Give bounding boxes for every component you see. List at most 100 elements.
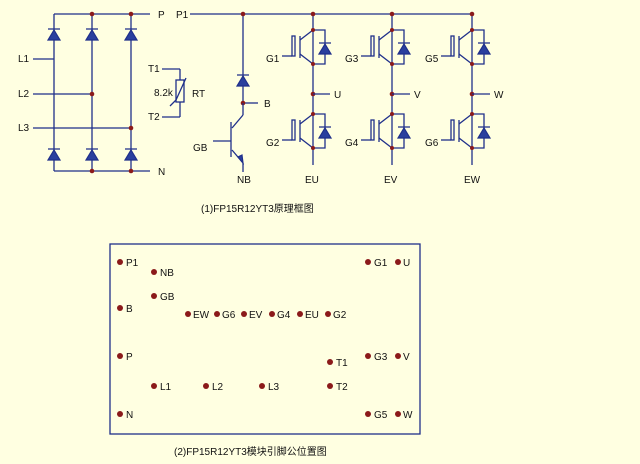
pin-t1: T1 bbox=[327, 358, 348, 369]
label-rt: RT bbox=[192, 89, 205, 100]
label-w: W bbox=[494, 90, 504, 101]
pin-g1: G1 bbox=[365, 258, 388, 269]
pin-l2: L2 bbox=[203, 382, 224, 393]
svg-text:T1: T1 bbox=[336, 358, 348, 369]
svg-text:P: P bbox=[126, 352, 133, 363]
diode-lower-l1 bbox=[46, 148, 62, 161]
inverter-leg-w: G5 G6 W EW bbox=[425, 11, 504, 186]
pin-u: U bbox=[395, 258, 410, 269]
label-l3: L3 bbox=[18, 123, 30, 134]
pin-nb: NB bbox=[151, 268, 174, 279]
pin-eu: EU bbox=[297, 310, 319, 321]
diode-lower-l2 bbox=[84, 148, 100, 161]
node-dot bbox=[470, 28, 474, 32]
diode-lower-l3 bbox=[123, 148, 139, 161]
pin-n: N bbox=[117, 410, 133, 421]
node-dot bbox=[89, 11, 95, 17]
node-dot bbox=[389, 11, 395, 17]
pinout-caption: (2)FP15R12YT3模块引脚公位置图 bbox=[174, 445, 327, 458]
node-dot bbox=[311, 62, 315, 66]
inverter-leg-v: G3 G4 V EV bbox=[345, 11, 421, 186]
svg-text:V: V bbox=[403, 352, 410, 363]
label-g2: G2 bbox=[266, 138, 280, 149]
pin-g4: G4 bbox=[269, 310, 291, 321]
pin-l1: L1 bbox=[151, 382, 172, 393]
pin-p: P bbox=[117, 352, 133, 363]
svg-text:P1: P1 bbox=[126, 258, 139, 269]
node-dot bbox=[469, 11, 475, 17]
node-dot bbox=[470, 62, 474, 66]
svg-text:T2: T2 bbox=[336, 382, 348, 393]
label-ew: EW bbox=[464, 175, 481, 186]
pin-g2: G2 bbox=[325, 310, 347, 321]
label-g1: G1 bbox=[266, 54, 280, 65]
label-v: V bbox=[414, 90, 421, 101]
node-dot bbox=[128, 125, 134, 131]
diode-brake bbox=[235, 74, 251, 87]
svg-text:EV: EV bbox=[249, 310, 263, 321]
rectifier-bridge: L1 L2 L3 P N bbox=[18, 10, 165, 178]
svg-text:G3: G3 bbox=[374, 352, 388, 363]
node-dot bbox=[390, 62, 394, 66]
label-g6: G6 bbox=[425, 138, 439, 149]
svg-text:L2: L2 bbox=[212, 382, 224, 393]
label-p: P bbox=[158, 10, 165, 21]
label-gb: GB bbox=[193, 143, 208, 154]
node-dot bbox=[390, 28, 394, 32]
pinout-diagram: P1 NB GB B EW G6 EV G4 EU G2 P T1 L1 L2 … bbox=[109, 243, 421, 435]
label-l2: L2 bbox=[18, 89, 30, 100]
label-g3: G3 bbox=[345, 54, 359, 65]
label-g5: G5 bbox=[425, 54, 439, 65]
pin-ew: EW bbox=[185, 310, 210, 321]
schematic-caption: (1)FP15R12YT3原理框图 bbox=[201, 202, 314, 215]
node-dot bbox=[470, 146, 474, 150]
svg-text:G6: G6 bbox=[222, 310, 236, 321]
node-dot bbox=[390, 112, 394, 116]
svg-text:N: N bbox=[126, 410, 133, 421]
label-t2: T2 bbox=[148, 112, 160, 123]
pin-t2: T2 bbox=[327, 382, 348, 393]
node-dot bbox=[89, 168, 95, 174]
pin-g6: G6 bbox=[214, 310, 236, 321]
diode-upper-l2 bbox=[84, 28, 100, 41]
pin-g5: G5 bbox=[365, 410, 388, 421]
svg-text:B: B bbox=[126, 304, 133, 315]
label-t1: T1 bbox=[148, 64, 160, 75]
brake-chopper: B GB NB P1 bbox=[176, 10, 472, 186]
node-dot bbox=[128, 11, 134, 17]
pin-p1: P1 bbox=[117, 258, 139, 269]
pin-l3: L3 bbox=[259, 382, 280, 393]
pin-gb: GB bbox=[151, 292, 175, 303]
node-dot bbox=[470, 112, 474, 116]
label-l1: L1 bbox=[18, 54, 30, 65]
node-dot bbox=[311, 146, 315, 150]
svg-text:G4: G4 bbox=[277, 310, 291, 321]
pin-v: V bbox=[395, 352, 410, 363]
label-u: U bbox=[334, 90, 341, 101]
node-dot bbox=[240, 11, 246, 17]
thermistor: T1 T2 8.2k RT bbox=[148, 64, 205, 123]
diode-upper-l3 bbox=[123, 28, 139, 41]
svg-text:NB: NB bbox=[160, 268, 174, 279]
pin-ev: EV bbox=[241, 310, 263, 321]
inverter-leg-u: G1 G2 U EU bbox=[266, 11, 341, 186]
node-dot bbox=[89, 91, 95, 97]
diode-upper-l1 bbox=[46, 28, 62, 41]
label-n: N bbox=[158, 167, 165, 178]
label-nb: NB bbox=[237, 175, 251, 186]
label-eu: EU bbox=[305, 175, 319, 186]
svg-text:EW: EW bbox=[193, 310, 210, 321]
svg-text:GB: GB bbox=[160, 292, 175, 303]
svg-text:L1: L1 bbox=[160, 382, 172, 393]
label-ev: EV bbox=[384, 175, 398, 186]
label-b: B bbox=[264, 99, 271, 110]
svg-text:W: W bbox=[403, 410, 413, 421]
svg-text:G2: G2 bbox=[333, 310, 347, 321]
module-outline bbox=[109, 243, 421, 435]
pin-b: B bbox=[117, 304, 133, 315]
pin-g3: G3 bbox=[365, 352, 388, 363]
label-rt-value: 8.2k bbox=[154, 88, 174, 99]
pin-w: W bbox=[395, 410, 413, 421]
svg-text:G1: G1 bbox=[374, 258, 388, 269]
